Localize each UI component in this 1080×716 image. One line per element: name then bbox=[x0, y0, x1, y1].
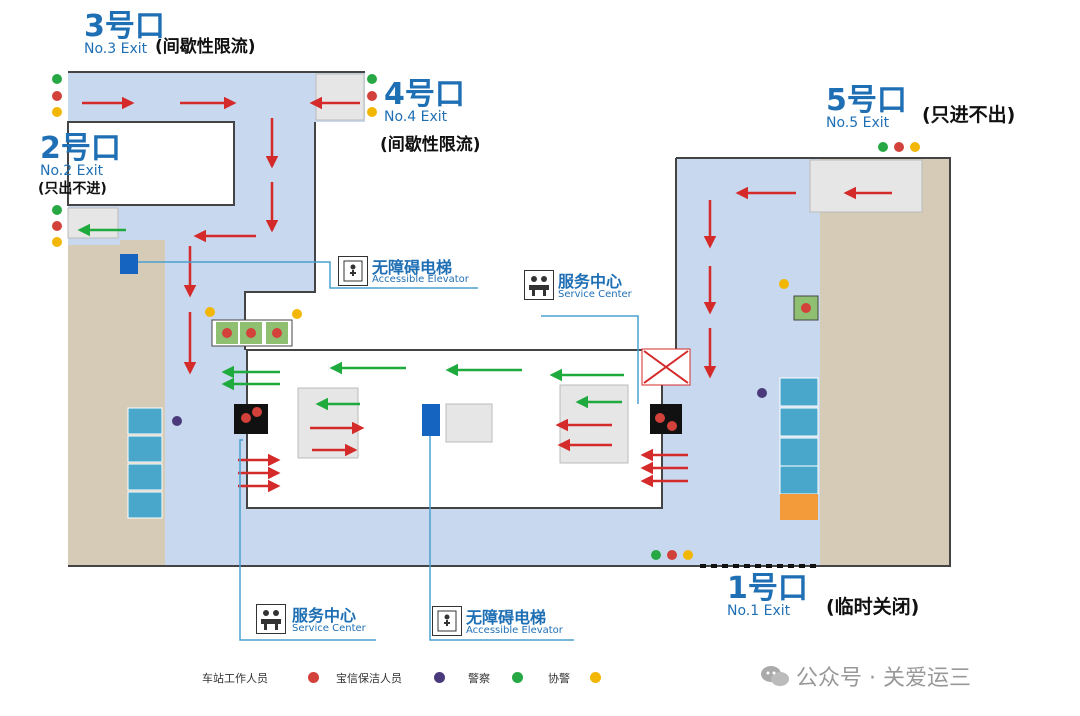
staff-booths-top bbox=[211, 319, 293, 347]
exit2-english: No.2 Exit bbox=[40, 163, 104, 179]
stairs-center bbox=[445, 403, 493, 443]
exit3-note: (间歇性限流) bbox=[155, 37, 256, 57]
legend: 车站工作人员 宝信保洁人员 警察 协警 bbox=[202, 668, 622, 688]
exit3-label: 3号口 No.3 Exit bbox=[84, 9, 165, 57]
legend-swatch-cleaning bbox=[434, 672, 445, 683]
outbound-flow-arrows bbox=[77, 223, 624, 411]
label-leader-lines bbox=[138, 261, 639, 641]
accessible-elevator-icon bbox=[432, 606, 462, 636]
service-center-icon bbox=[256, 604, 286, 634]
staff-booth-right bbox=[793, 295, 819, 321]
exit4-english: No.4 Exit bbox=[384, 109, 448, 125]
closed-area-marker bbox=[641, 348, 691, 386]
service-counter-right bbox=[650, 404, 682, 434]
inner-block-north bbox=[67, 121, 235, 206]
legend-swatch-staff bbox=[308, 672, 319, 683]
watermark-text: 公众号 · 关爱运三 bbox=[796, 666, 971, 691]
exit5-number: 5号口 bbox=[826, 83, 907, 118]
stairs-left bbox=[297, 387, 359, 459]
exit5-stairs bbox=[809, 159, 923, 213]
legend-label-auxiliary-police: 协警 bbox=[548, 672, 570, 685]
legend-swatch-auxiliary-police bbox=[590, 672, 601, 683]
exit1-english: No.1 Exit bbox=[727, 603, 791, 619]
exit4-label: 4号口 No.4 Exit bbox=[384, 77, 465, 125]
service-top-en: Service Center bbox=[558, 289, 632, 300]
ticket-machines-right bbox=[779, 377, 819, 495]
elevator-north bbox=[120, 254, 138, 274]
exit3-english: No.3 Exit bbox=[84, 41, 148, 57]
exit5-english: No.5 Exit bbox=[826, 115, 890, 131]
legend-label-police: 警察 bbox=[468, 672, 490, 685]
service-bottom-en: Service Center bbox=[292, 623, 366, 634]
exit2-number: 2号口 bbox=[40, 131, 121, 166]
ticket-machine-orange bbox=[780, 494, 818, 520]
accessible-elevator-icon bbox=[338, 256, 368, 286]
exit5-note: (只进不出) bbox=[922, 104, 1016, 126]
elevator-center bbox=[422, 404, 440, 436]
service-counter-left bbox=[234, 404, 268, 434]
legend-label-cleaning: 宝信保洁人员 bbox=[336, 672, 402, 685]
fare-gates-left bbox=[127, 407, 163, 519]
exit5-label: 5号口 No.5 Exit bbox=[826, 83, 907, 131]
elevator-top-cn: 无障碍电梯 bbox=[372, 258, 453, 277]
service-bottom-cn: 服务中心 bbox=[292, 606, 357, 625]
inbound-flow-arrows bbox=[82, 96, 892, 493]
service-center-icon bbox=[524, 270, 554, 300]
elevator-bottom-cn: 无障碍电梯 bbox=[466, 608, 547, 627]
personnel-dots bbox=[52, 74, 920, 560]
service-top-cn: 服务中心 bbox=[558, 272, 623, 291]
right-ground-strip bbox=[820, 158, 950, 566]
elevator-label-top: 无障碍电梯 Accessible Elevator bbox=[338, 254, 480, 288]
service-label-bottom: 服务中心 Service Center bbox=[256, 602, 376, 638]
legend-label-staff: 车站工作人员 bbox=[202, 672, 268, 685]
elevator-top-en: Accessible Elevator bbox=[372, 274, 469, 285]
exit4-stairs bbox=[315, 73, 365, 121]
exit1-number: 1号口 bbox=[727, 571, 808, 606]
elevator-label-bottom: 无障碍电梯 Accessible Elevator bbox=[432, 604, 578, 640]
exit2-stairs bbox=[67, 207, 119, 239]
exit4-number: 4号口 bbox=[384, 77, 465, 112]
exit2-label: 2号口 No.2 Exit bbox=[40, 131, 121, 179]
wechat-icon bbox=[760, 664, 789, 686]
exit1-label: 1号口 No.1 Exit bbox=[727, 571, 808, 619]
concourse-floor bbox=[118, 72, 820, 566]
exit1-note: (临时关闭) bbox=[826, 596, 920, 618]
exit4-note: (间歇性限流) bbox=[380, 135, 481, 155]
exit3-passage bbox=[68, 72, 120, 122]
legend-swatch-police bbox=[512, 672, 523, 683]
elevator-bottom-en: Accessible Elevator bbox=[466, 625, 563, 636]
exit3-number: 3号口 bbox=[84, 9, 165, 44]
exit2-note: (只出不进) bbox=[38, 181, 107, 197]
service-label-top: 服务中心 Service Center bbox=[524, 268, 644, 304]
